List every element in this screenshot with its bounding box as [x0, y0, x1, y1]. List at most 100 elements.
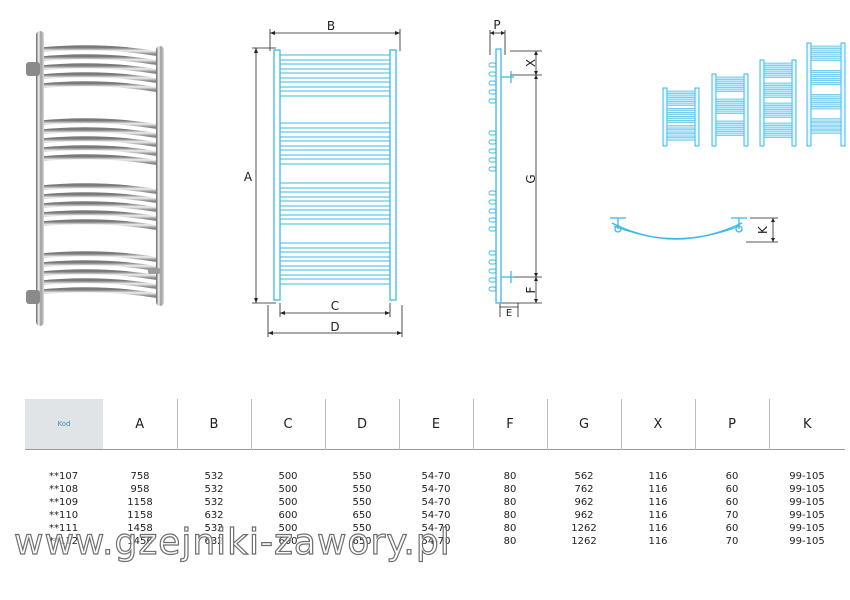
cell-p: 60 [725, 484, 739, 495]
side-rail [495, 48, 502, 304]
photo-bar [37, 45, 163, 57]
photo-bar [37, 136, 163, 148]
side-bar-stub [488, 268, 497, 274]
cell-code: **108 [49, 484, 79, 495]
top-view-curve: K [610, 217, 778, 243]
wall-bracket-bottom [26, 290, 40, 304]
cell-k: 99-105 [789, 536, 825, 547]
cell-g: 762 [574, 484, 594, 495]
photo-bar [37, 278, 163, 290]
cell-d: 650 [352, 536, 372, 547]
front-bar [279, 81, 391, 88]
front-left-rail [273, 49, 281, 301]
front-view-drawing: B A C D [244, 19, 403, 337]
cell-x: 116 [648, 536, 668, 547]
cell-code: **109 [49, 497, 79, 508]
cell-c: 500 [278, 497, 298, 508]
side-bar-stub [488, 226, 497, 232]
side-bar-stub [488, 62, 497, 68]
cell-a: 1158 [127, 497, 153, 508]
wall-bracket-top [26, 62, 40, 76]
cell-k: 99-105 [789, 523, 825, 534]
photo-bar [37, 154, 163, 166]
cell-c: 500 [278, 523, 298, 534]
cell-x: 116 [648, 471, 668, 482]
side-bar-stub [488, 157, 497, 163]
size-variant-thumbnail [759, 59, 797, 147]
photo-bar [37, 192, 163, 204]
cell-g: 962 [574, 510, 594, 521]
photo-bar [37, 145, 163, 157]
radiator-left-rail [36, 31, 44, 326]
radiator-photo-bars [37, 45, 163, 299]
side-bar-stub [488, 286, 497, 292]
cell-g: 1262 [571, 536, 597, 547]
cell-e: 54-70 [421, 497, 451, 508]
cell-c: 500 [278, 471, 298, 482]
size-variant-thumbnail [711, 73, 749, 147]
header-p: P [694, 399, 769, 450]
cell-c: 600 [278, 536, 298, 547]
cell-e: 54-70 [421, 523, 451, 534]
cell-p: 70 [725, 536, 739, 547]
header-b: B [176, 399, 251, 450]
radiator-photo [26, 31, 164, 326]
side-bar-stub [488, 98, 497, 104]
cell-b: 632 [204, 536, 224, 547]
cell-f: 80 [503, 510, 517, 521]
size-variant-thumbnail [806, 42, 846, 147]
side-bar-stub [488, 80, 497, 86]
front-bar [279, 269, 391, 276]
side-bar-stub [488, 139, 497, 145]
cell-e: 54-70 [421, 536, 451, 547]
photo-bar [37, 81, 163, 93]
photo-bar [37, 260, 163, 272]
cell-a: 958 [130, 484, 150, 495]
side-bar-stub [488, 259, 497, 265]
cell-b: 532 [204, 497, 224, 508]
cell-d: 550 [352, 471, 372, 482]
header-g: G [546, 399, 621, 450]
header-f: F [472, 399, 547, 450]
cell-k: 99-105 [789, 484, 825, 495]
size-variants [662, 42, 846, 147]
cell-x: 116 [648, 510, 668, 521]
cell-e: 54-70 [421, 510, 451, 521]
dim-label-g: G [524, 174, 538, 183]
dim-label-x: X [524, 59, 538, 67]
side-bar-stub [488, 277, 497, 283]
photo-bar [37, 219, 163, 231]
header-x: X [620, 399, 695, 450]
dim-label-c: C [331, 299, 339, 313]
side-view-drawing: P X G F E [488, 18, 542, 319]
photo-bar [37, 287, 163, 299]
front-bar [279, 278, 391, 285]
cell-g: 1262 [571, 523, 597, 534]
front-right-rail [389, 49, 397, 301]
front-bar [279, 90, 391, 97]
cell-b: 632 [204, 510, 224, 521]
cell-x: 116 [648, 484, 668, 495]
side-view-bars [488, 62, 497, 292]
cell-f: 80 [503, 523, 517, 534]
front-bar [279, 218, 391, 225]
curve-arc-outer [611, 222, 743, 240]
front-bar [279, 260, 391, 267]
side-bar-stub [488, 208, 497, 214]
side-bar-stub [488, 89, 497, 95]
dim-label-d: D [330, 320, 339, 334]
cell-g: 562 [574, 471, 594, 482]
cell-code: **111 [49, 523, 79, 534]
curve-arc-inner [613, 225, 741, 239]
cell-k: 99-105 [789, 510, 825, 521]
side-bar-stub [488, 148, 497, 154]
size-variant-thumbnail [662, 87, 700, 147]
cell-d: 550 [352, 497, 372, 508]
photo-bar [37, 251, 163, 263]
header-d: D [324, 399, 399, 450]
front-bar [279, 209, 391, 216]
front-bar [279, 54, 391, 61]
